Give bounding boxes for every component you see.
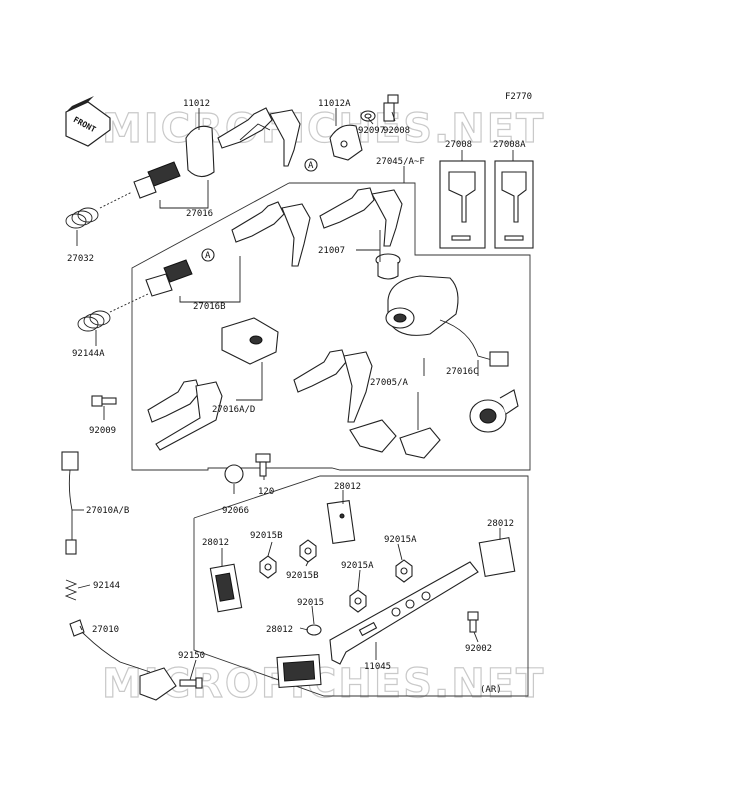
group-outline-lower <box>193 475 529 697</box>
part-27010ab: 27010A/B <box>86 506 129 516</box>
part-27016c: 27016C <box>446 367 479 377</box>
spring-92144a <box>77 310 111 332</box>
part-92066: 92066 <box>222 506 249 516</box>
ref-marker-a-mid-label: A <box>205 251 211 261</box>
lock-27016c <box>469 389 519 433</box>
ref-marker-a-top-label: A <box>308 161 314 171</box>
part-27010: 27010 <box>92 625 119 635</box>
part-92015a-b: 92015A <box>341 561 374 571</box>
lock-cylinder-27016b <box>145 259 193 297</box>
key-blank-27008 <box>448 171 476 241</box>
screw-120 <box>255 453 271 477</box>
part-ar: (AR) <box>480 685 502 695</box>
label-28012-left <box>209 563 243 613</box>
washer-92097 <box>360 110 376 122</box>
part-92015a-a: 92015A <box>384 535 417 545</box>
part-92097: 92097 <box>358 126 385 136</box>
part-27008a: 27008A <box>493 140 526 150</box>
ref-marker-a-top <box>304 158 318 172</box>
nut-92015a-a <box>395 559 413 583</box>
screw-92009 <box>91 395 117 407</box>
part-120: 120 <box>258 487 274 497</box>
nut-92015 <box>306 624 322 636</box>
spring-92144 <box>64 579 78 601</box>
part-92150: 92150 <box>178 651 205 661</box>
spring-27032 <box>65 207 99 229</box>
lock-27016ad <box>221 317 279 365</box>
keys-27005 <box>293 349 373 423</box>
screw-92150 <box>179 677 203 689</box>
part-28012-bottom: 28012 <box>266 625 293 635</box>
nut-92015b-a <box>259 555 277 579</box>
label-28012-bottom <box>276 653 322 689</box>
label-28012-top <box>326 500 356 544</box>
part-27016ad: 27016A/D <box>212 405 255 415</box>
nut-92015a-b <box>349 589 367 613</box>
key-blank-27008a <box>501 171 527 241</box>
part-92015b-b: 92015B <box>286 571 319 581</box>
ignition-switch-27005 <box>385 275 509 367</box>
part-28012-right: 28012 <box>487 519 514 529</box>
part-92002: 92002 <box>465 644 492 654</box>
part-27005: 27005/A <box>370 378 409 388</box>
bolt-92002 <box>467 611 479 633</box>
diagram-code: F2770 <box>505 92 532 102</box>
part-28012-left: 28012 <box>202 538 229 548</box>
keys-21007 <box>319 187 403 247</box>
switch-27010ab <box>61 451 79 555</box>
part-92144a: 92144A <box>72 349 105 359</box>
part-92144: 92144 <box>93 581 120 591</box>
cap-21007 <box>375 253 401 280</box>
front-arrow-icon: FRONT <box>65 96 111 147</box>
part-92008: 92008 <box>383 126 410 136</box>
cap-92066 <box>224 464 244 484</box>
part-11012: 11012 <box>183 99 210 109</box>
part-27008: 27008 <box>445 140 472 150</box>
part-92015b-a: 92015B <box>250 531 283 541</box>
screw-92008 <box>383 94 399 122</box>
part-27016b: 27016B <box>193 302 226 312</box>
part-27032: 27032 <box>67 254 94 264</box>
watermark-bottom: MICROFICHES.NET <box>102 661 545 707</box>
switch-27010 <box>69 619 177 701</box>
label-28012-right <box>478 537 516 577</box>
bracket-11045 <box>329 561 479 665</box>
seat-lock-plate-11012 <box>185 125 215 178</box>
part-28012-top: 28012 <box>334 482 361 492</box>
part-27045: 27045/A~F <box>376 157 425 167</box>
ref-marker-a-mid <box>201 248 215 262</box>
part-11045: 11045 <box>364 662 391 672</box>
nut-92015b-b <box>299 539 317 563</box>
keys-middle <box>231 201 311 267</box>
part-21007: 21007 <box>318 246 345 256</box>
part-92015: 92015 <box>297 598 324 608</box>
part-11012a: 11012A <box>318 99 351 109</box>
keys-27016c <box>349 419 441 459</box>
lock-cylinder-27016 <box>133 161 181 199</box>
part-92009: 92009 <box>89 426 116 436</box>
group-outline-main <box>131 182 531 471</box>
part-27016: 27016 <box>186 209 213 219</box>
seat-lock-plate-11012a <box>329 124 363 161</box>
watermark-top: MICROFICHES.NET <box>102 106 545 152</box>
leader-lines <box>72 108 514 681</box>
keys-27016ad <box>147 379 223 451</box>
keys-top-left <box>217 107 301 167</box>
